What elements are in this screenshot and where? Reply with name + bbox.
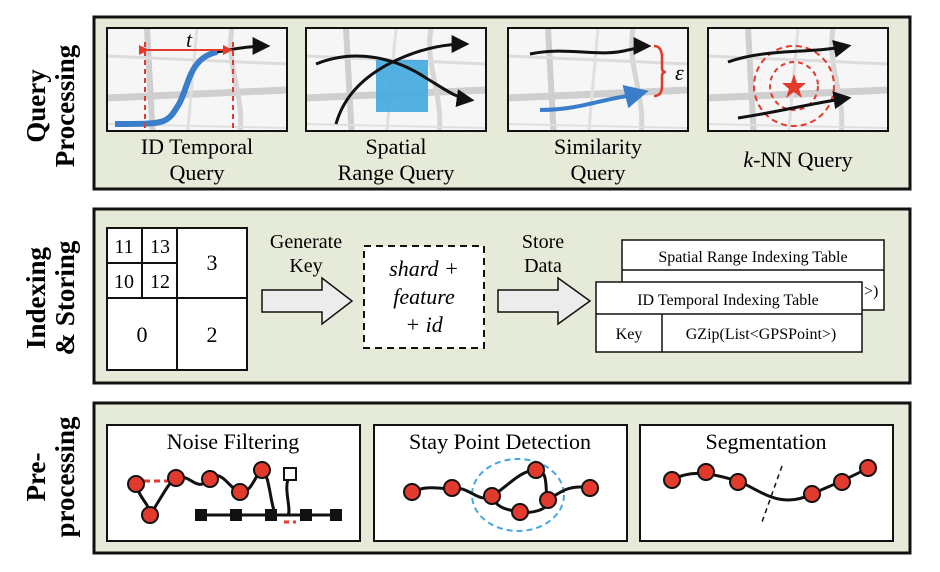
grid-cell-12: 12 — [150, 271, 170, 293]
query-processing-section: Query Processing t ID Temporal Query — [21, 15, 912, 191]
spatial-range-label-line1: Spatial — [365, 134, 426, 159]
id-table-key-cell: Key — [616, 326, 643, 343]
similarity-epsilon-annotation: ε — [675, 60, 684, 85]
generate-key-label-line1: Generate — [270, 231, 342, 253]
noise-filtering-label: Noise Filtering — [167, 429, 300, 454]
knn-label: k-NN Query — [743, 147, 852, 172]
id-temporal-label-line1: ID Temporal — [141, 134, 253, 159]
id-temporal-query-panel: t ID Temporal Query — [106, 27, 288, 185]
preprocessing-section-title-line2: processing — [50, 416, 80, 538]
query-section-title-line1: Query — [21, 69, 51, 143]
key-box-line2: feature — [393, 284, 455, 309]
stay-point-detection-label: Stay Point Detection — [409, 429, 591, 454]
grid-cell-13: 13 — [150, 236, 170, 258]
id-temporal-label-line2: Query — [170, 160, 225, 185]
store-data-label-line2: Data — [524, 255, 562, 277]
segmentation-label: Segmentation — [706, 429, 827, 454]
grid-cell-0: 0 — [137, 322, 148, 347]
store-data-label-line1: Store — [522, 231, 564, 253]
grid-cell-2: 2 — [207, 322, 218, 347]
spatial-range-label-line2: Range Query — [338, 160, 455, 185]
key-format-box: shard + feature + id — [363, 245, 485, 349]
indexing-section-title-line1: Indexing — [21, 246, 51, 349]
key-box-line3: + id — [405, 312, 443, 337]
store-data-arrow: Store Data — [497, 231, 592, 326]
stay-point-detection-panel: Stay Point Detection — [373, 424, 628, 542]
spatial-range-query-panel: Spatial Range Query — [305, 27, 487, 185]
query-section-title-line2: Processing — [50, 44, 80, 167]
segmentation-panel: Segmentation — [639, 424, 894, 542]
id-temporal-indexing-table: ID Temporal Indexing Table Key GZip(List… — [595, 281, 863, 353]
key-box-line1: shard + — [389, 256, 459, 281]
spatial-table-title: Spatial Range Indexing Table — [658, 249, 847, 266]
knn-label-k: k — [743, 147, 754, 172]
similarity-label-line2: Query — [571, 160, 626, 185]
preprocessing-section-title-line1: Pre- — [21, 453, 51, 502]
preprocessing-section: Pre- processing Noise Filtering — [21, 401, 912, 555]
similarity-label-line1: Similarity — [554, 134, 642, 159]
generate-key-label-line2: Key — [289, 255, 322, 277]
indexing-storing-section: Indexing & Storing 11 13 10 12 3 0 2 Gen… — [21, 207, 912, 385]
similarity-query-panel: ε Similarity Query — [507, 27, 689, 185]
generate-key-arrow: Generate Key — [261, 231, 354, 326]
grid-cell-11: 11 — [114, 236, 133, 258]
id-table-title: ID Temporal Indexing Table — [637, 292, 819, 309]
indexing-section-title-line2: & Storing — [50, 240, 80, 355]
id-table-value-cell: GZip(List<GPSPoint>) — [686, 326, 837, 343]
grid-cell-10: 10 — [114, 271, 134, 293]
grid-cell-3: 3 — [207, 250, 218, 275]
spatial-table-peek: >) — [864, 283, 878, 300]
knn-label-rest: -NN Query — [753, 147, 853, 172]
noise-filtering-panel: Noise Filtering — [106, 424, 361, 542]
temporal-t-annotation: t — [186, 27, 193, 52]
knn-query-panel: k-NN Query — [707, 27, 889, 172]
quadtree-grid: 11 13 10 12 3 0 2 — [106, 227, 248, 371]
